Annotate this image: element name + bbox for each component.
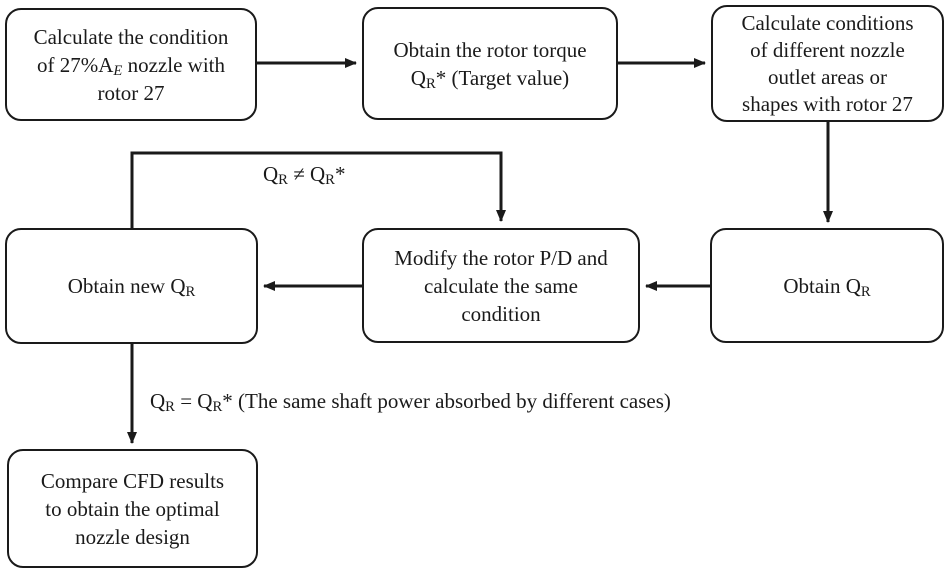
node-obtain-qr: Obtain QR [710, 228, 944, 343]
edge-label-qr-not-equal: QR ≠ QR* [263, 162, 346, 189]
edge-label-qr-equal: QR = QR* (The same shaft power absorbed … [150, 389, 671, 416]
node-obtain-new-qr: Obtain new QR [5, 228, 258, 344]
node-obtain-qr-label: Obtain QR [783, 273, 871, 300]
node-obtain-new-qr-label: Obtain new QR [67, 274, 196, 301]
